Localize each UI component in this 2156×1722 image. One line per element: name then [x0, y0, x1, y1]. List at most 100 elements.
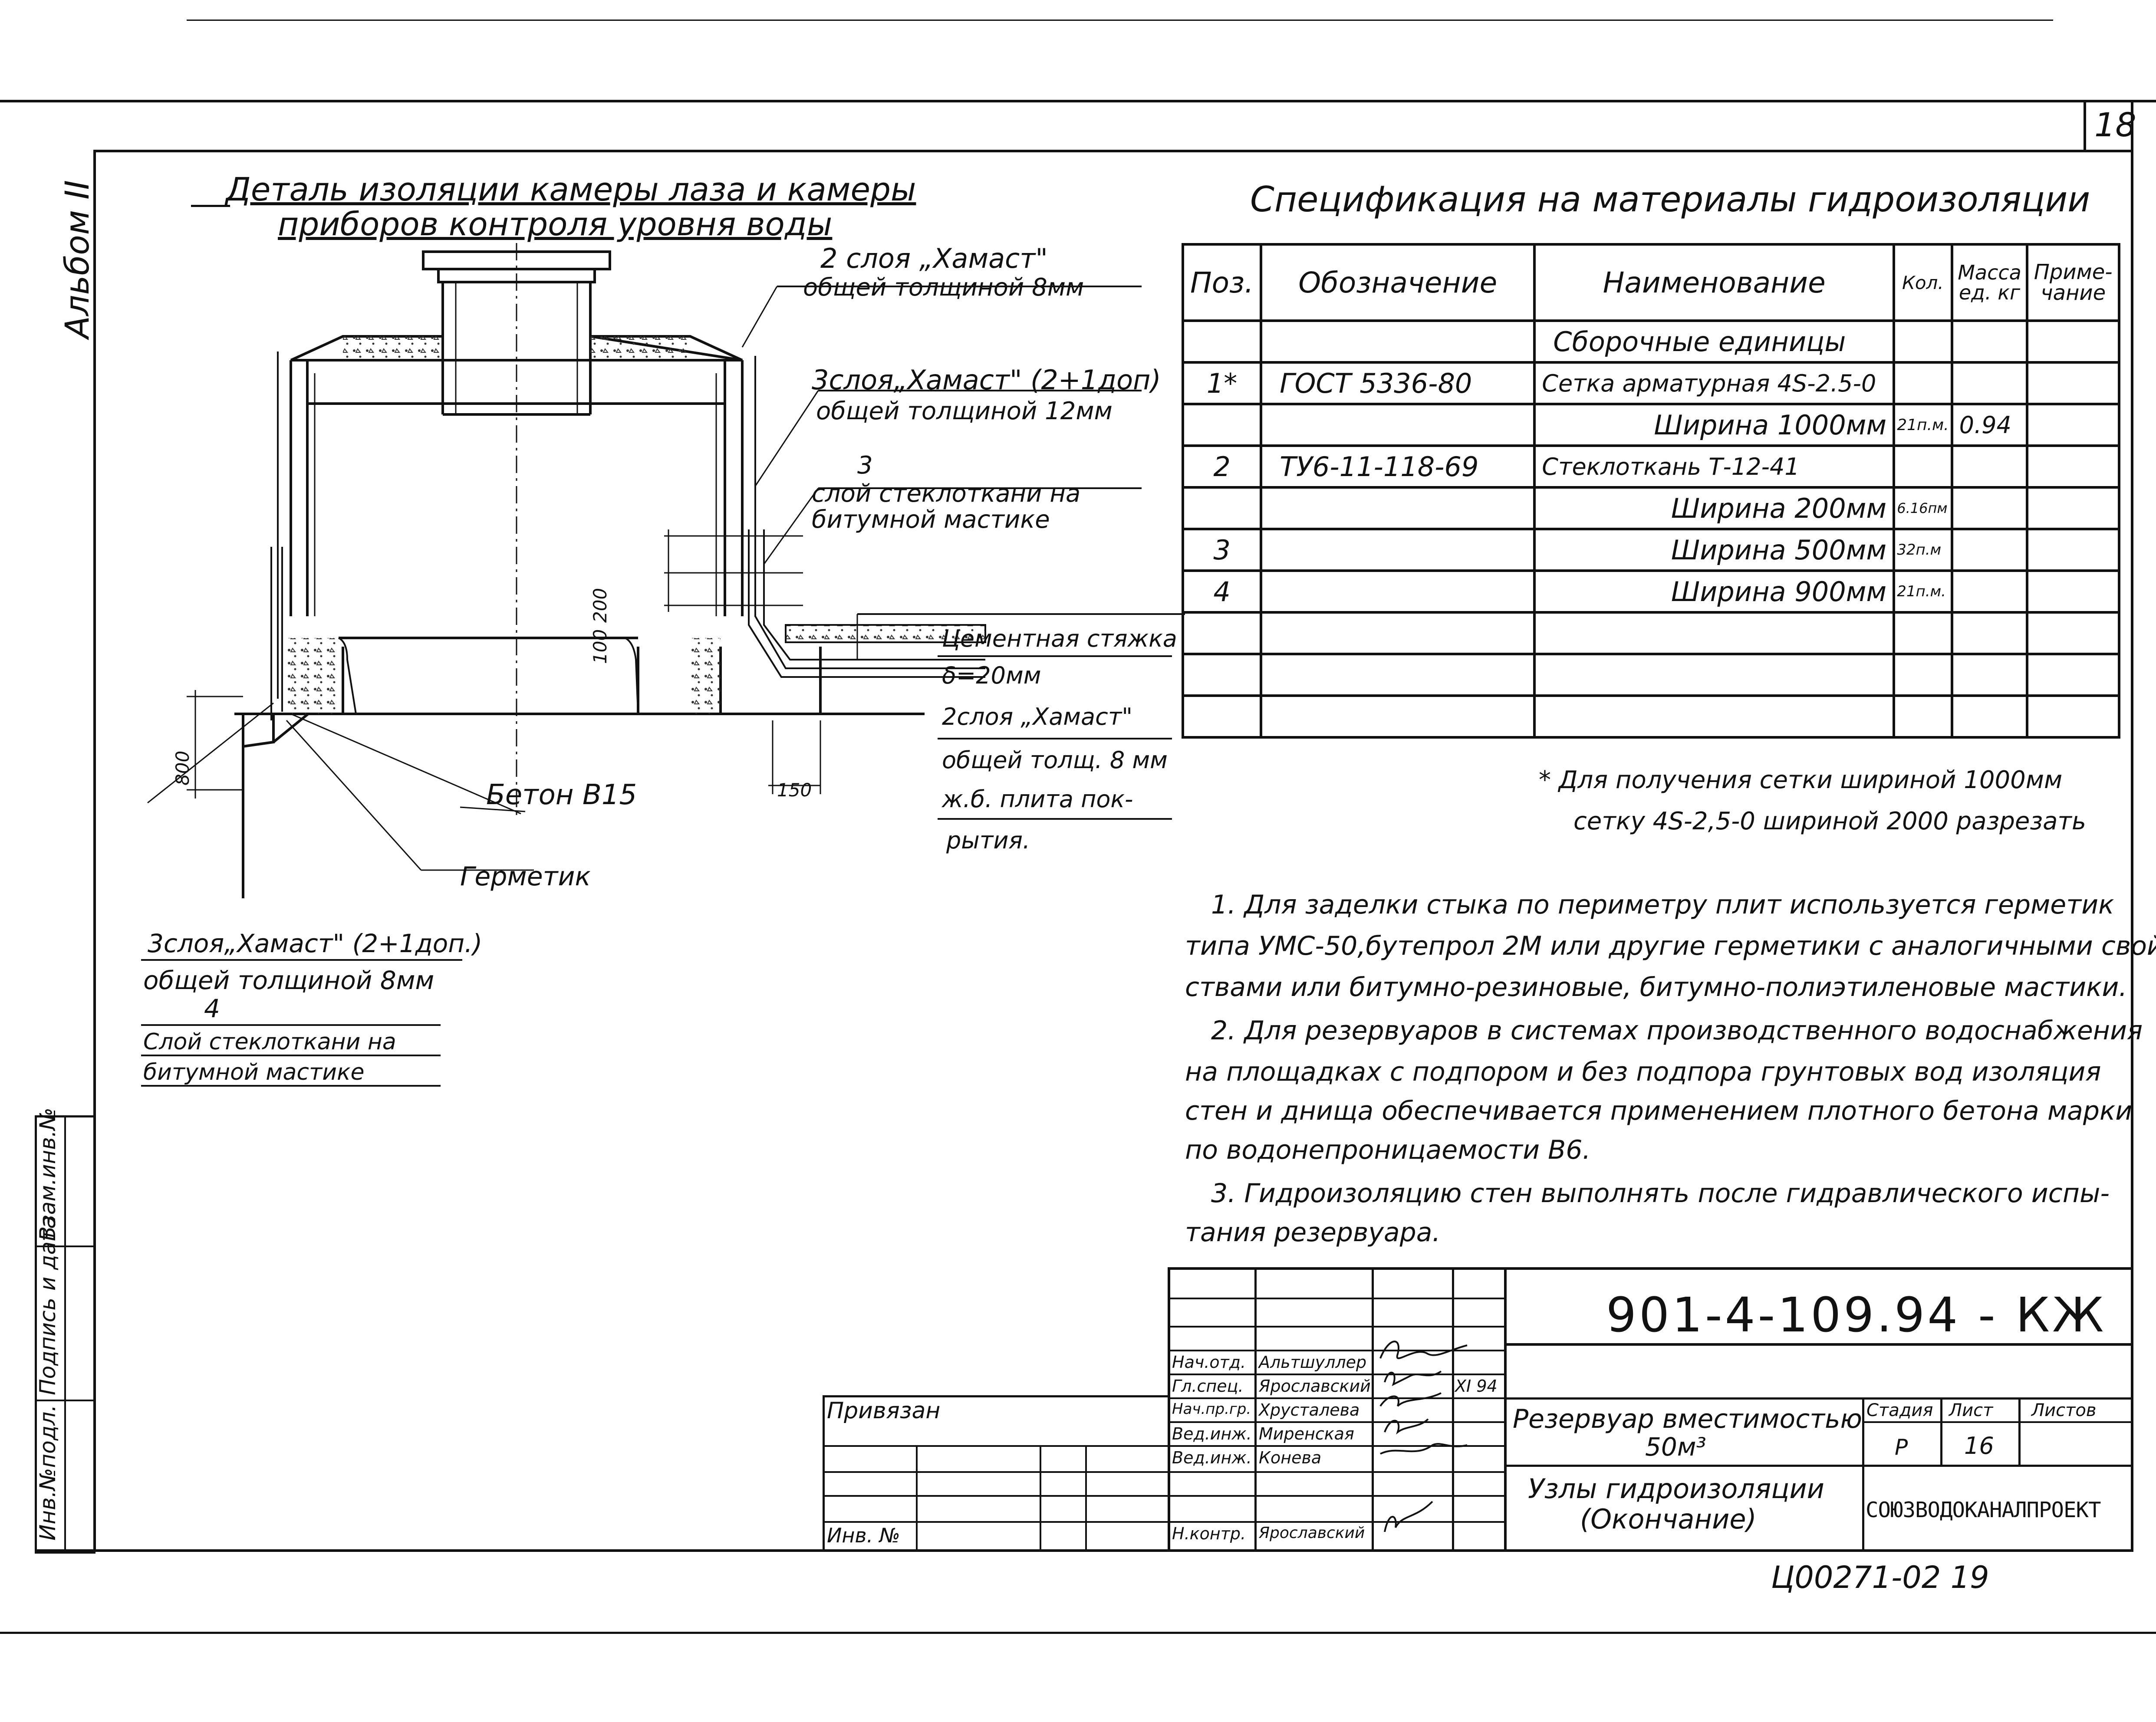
doc-code: 901-4-109.94 - КЖ: [1606, 1287, 2107, 1343]
note-line-8: 3. Гидроизоляцию стен выполнять после ги…: [1211, 1178, 2110, 1209]
stamp-role-3: Нач.пр.гр.: [1172, 1400, 1251, 1418]
callout-1-line1: 2 слоя „Хамаст": [820, 243, 1048, 274]
cement-screed: [785, 624, 986, 643]
stamp-title1-line2: 50м³: [1645, 1432, 1706, 1462]
spec-table: Поз. Обозначение Наименование Кол. Масса…: [1181, 243, 2120, 739]
dim-150: 150: [777, 779, 812, 801]
label-germetik: Герметик: [460, 861, 591, 892]
callout-4-line5: ж.б. плита пок-: [942, 785, 1133, 813]
sheet-header: Лист: [1949, 1400, 1993, 1420]
stamp-name-3: Хрусталева: [1259, 1400, 1360, 1420]
stamp-title1-line1: Резервуар вместимостью: [1513, 1404, 1863, 1434]
spec-header-mass: Масса ед. кг: [1950, 243, 2029, 322]
table-row: [1181, 694, 2120, 739]
callout-2-line2: общей толщиной 12мм: [816, 397, 1113, 425]
note-line-7: по водонепроницаемости В6.: [1185, 1135, 1591, 1165]
stamp-name-4: Миренская: [1259, 1424, 1354, 1443]
note-line-4: 2. Для резервуаров в системах производст…: [1211, 1015, 2143, 1046]
callout-4-line4: общей толщ. 8 мм: [942, 746, 1168, 774]
sheet-value: 16: [1964, 1432, 1994, 1459]
privyazan-block: [823, 1395, 1170, 1551]
stamp-role-7: Н.контр.: [1172, 1524, 1246, 1543]
note-line-5: на площадках с подпором и без подпора гр…: [1185, 1057, 2101, 1087]
inv-label: Инв. №: [827, 1524, 900, 1547]
table-row: [1181, 611, 2120, 655]
spec-header-qty: Кол.: [1893, 243, 1953, 322]
callout-3-line2: битумной мастике: [812, 506, 1050, 534]
chamber-wall-left: [290, 360, 309, 616]
privyazan-label: Привязан: [827, 1398, 941, 1424]
table-row: Сборочные единицы: [1181, 319, 2120, 364]
spec-header-row: Поз. Обозначение Наименование Кол. Масса…: [1181, 243, 2120, 322]
stamp-name-5: Конева: [1259, 1448, 1322, 1467]
top-thin-rule: [187, 20, 2053, 21]
callout-4-line3: 2слоя „Хамаст": [942, 703, 1133, 730]
chamber-wall-right: [724, 360, 744, 616]
callout-1-line2: общей толщиной 8мм: [803, 273, 1084, 302]
stamp-role-4: Вед.инж.: [1172, 1424, 1252, 1443]
frame-left: [93, 150, 96, 1551]
callout-4-line1: Цементная стяжка: [942, 625, 1177, 652]
spec-header-note: Приме-чание: [2026, 243, 2120, 322]
stamp-name-1: Альтшуллер: [1259, 1353, 1367, 1372]
title-block: [1168, 1267, 2133, 1552]
dim-200: 200: [589, 588, 611, 623]
callout-3-line1: слой стеклоткани на: [812, 480, 1081, 508]
stage-header: Стадия: [1866, 1400, 1933, 1420]
signatures: [1379, 1341, 1468, 1532]
callout-4-line6: рытия.: [946, 827, 1030, 854]
album-label: Альбом II: [58, 180, 96, 338]
org-name: СОЮЗВОДОКАНАЛПРОЕКТ: [1866, 1498, 2101, 1522]
stamp-title2-line1: Узлы гидроизоляции: [1528, 1473, 1824, 1505]
spec-title: Спецификация на материалы гидроизоляции: [1250, 179, 2090, 220]
detail-title-line1: Деталь изоляции камеры лаза и камеры: [226, 171, 916, 208]
note-line-6: стен и днища обеспечивается применением …: [1185, 1096, 2133, 1126]
sheet-number-box: [2084, 100, 2133, 150]
frame-top: [93, 150, 2133, 152]
detail-drawing: [147, 243, 1185, 898]
callout-5-line2: общей толщиной 8мм: [143, 966, 434, 995]
note-line-2: типа УМС-50,бутепрол 2М или другие герме…: [1185, 931, 2156, 961]
side-stamp-sign: Подпись и дата: [35, 1215, 60, 1395]
dim-100: 100: [589, 629, 611, 664]
stamp-name-2: Ярославский: [1259, 1377, 1371, 1396]
label-beton: Бетон В15: [486, 779, 637, 811]
note-line-1: 1. Для заделки стыка по периметру плит и…: [1211, 890, 2114, 920]
stamp-title2-line2: (Окончание): [1580, 1503, 1757, 1535]
sheet-number: 18: [2094, 105, 2136, 144]
stamp-role-2: Гл.спец.: [1172, 1377, 1244, 1396]
stamp-name-7: Ярославский: [1259, 1524, 1365, 1542]
callout-4-line2: δ=20мм: [942, 662, 1041, 689]
frame-bottom: [35, 1549, 2133, 1552]
spec-header-name: Наименование: [1533, 243, 1896, 322]
callout-5-line1: 3слоя„Хамаст" (2+1доп.): [148, 929, 483, 958]
spec-footnote-line1: * Для получения сетки шириной 1000мм: [1539, 766, 2063, 794]
stamp-date: XI 94: [1455, 1377, 1498, 1396]
callout-3-num: 3: [857, 451, 873, 480]
callout-5-num: 4: [204, 994, 220, 1023]
note-line-9: тания резервуара.: [1185, 1217, 1441, 1248]
sheets-header: Листов: [2031, 1400, 2097, 1420]
spec-header-designation: Обозначение: [1260, 243, 1536, 322]
side-stamp-vzam: Взам.инв.№: [35, 1107, 60, 1241]
callout-2-line1: 3слоя„Хамаст" (2+1доп): [812, 364, 1161, 396]
note-line-3: ствами или битумно-резиновые, битумно-по…: [1185, 972, 2127, 1002]
spec-header-pos: Поз.: [1181, 243, 1263, 322]
side-stamp-inv: Инв.№подл.: [35, 1404, 60, 1541]
callout-5-line3: Слой стеклоткани на: [143, 1029, 396, 1055]
insulation-left: [270, 352, 283, 720]
dim-800: 800: [172, 750, 193, 785]
stage-value: Р: [1895, 1435, 1908, 1460]
bottom-rule: [0, 1632, 2156, 1634]
detail-title-line2: приборов контроля уровня воды: [278, 206, 833, 243]
frame-right: [2131, 100, 2133, 1551]
top-rule: [0, 100, 2156, 102]
stamp-role-5: Вед.инж.: [1172, 1448, 1252, 1467]
spec-footnote-line2: сетку 4S-2,5-0 шириной 2000 разрезать: [1573, 807, 2087, 835]
